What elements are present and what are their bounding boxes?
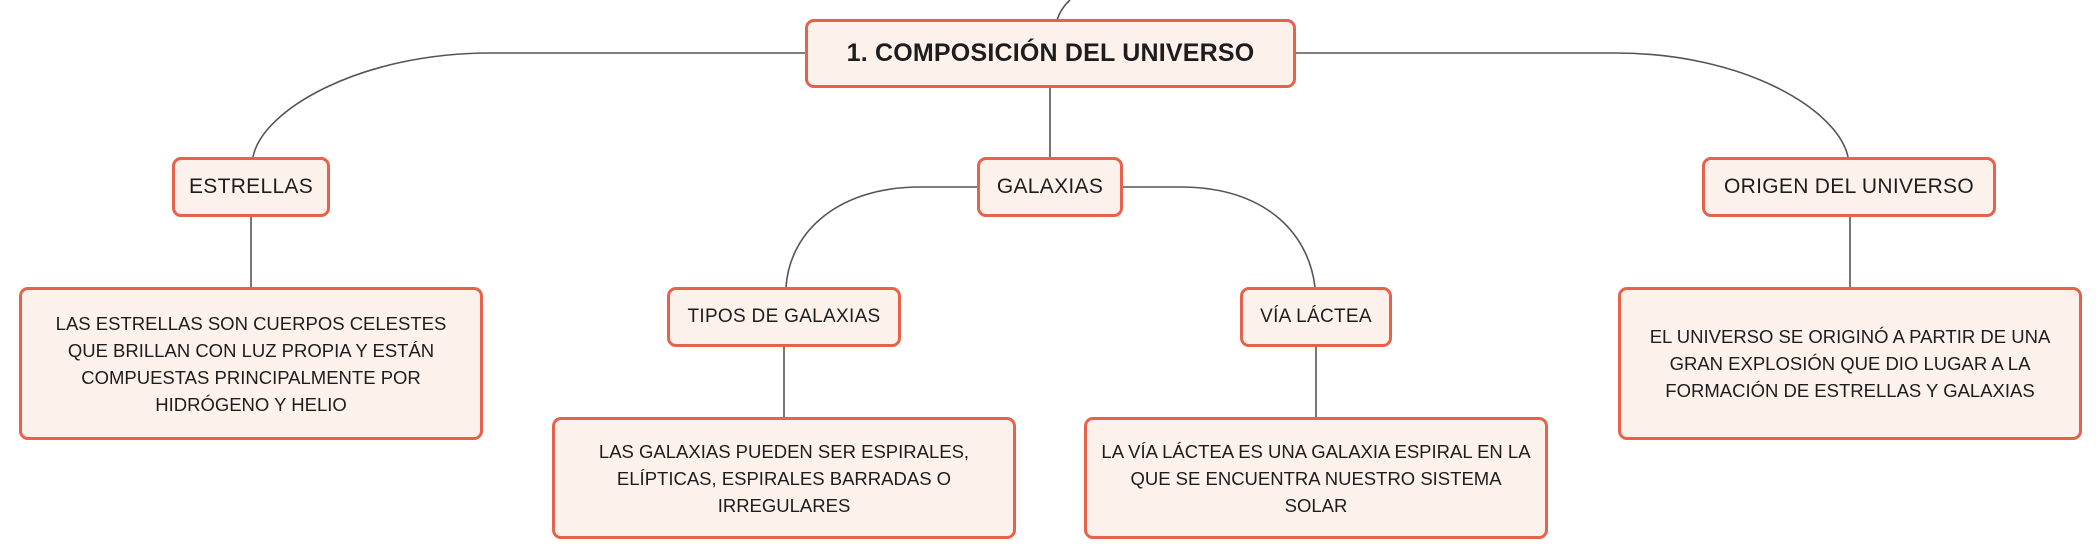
node-estrellas-label: ESTRELLAS [188,175,314,198]
connector-root-to-origen [1296,52,1849,158]
connector-parent-to-root [1056,0,1071,21]
connector-galaxias-to-tipos [785,186,978,288]
node-tipos-label: TIPOS DE GALAXIAS [687,306,881,327]
detail-via-lactea[interactable]: LA VÍA LÁCTEA ES UNA GALAXIA ESPIRAL EN … [1084,417,1548,539]
root-node[interactable]: 1. COMPOSICIÓN DEL UNIVERSO [805,19,1296,88]
detail-tipos-de-galaxias[interactable]: LAS GALAXIAS PUEDEN SER ESPIRALES, ELÍPT… [552,417,1016,539]
node-galaxias-label: GALAXIAS [996,175,1104,198]
root-label: 1. COMPOSICIÓN DEL UNIVERSO [846,39,1255,67]
node-galaxias[interactable]: GALAXIAS [977,157,1123,217]
detail-origen[interactable]: EL UNIVERSO SE ORIGINÓ A PARTIR DE UNA G… [1618,287,2082,440]
node-origen-label: ORIGEN DEL UNIVERSO [1724,175,1974,198]
connector-root-to-estrellas [252,52,806,158]
detail-estrellas-text: LAS ESTRELLAS SON CUERPOS CELESTES QUE B… [55,312,447,415]
node-via-lactea[interactable]: VÍA LÁCTEA [1240,287,1392,347]
detail-estrellas[interactable]: LAS ESTRELLAS SON CUERPOS CELESTES QUE B… [19,287,483,440]
detail-origen-text: EL UNIVERSO SE ORIGINÓ A PARTIR DE UNA G… [1649,326,2051,401]
node-via-lactea-label: VÍA LÁCTEA [1260,306,1372,327]
connector-galaxias-to-via-lactea [1122,186,1316,288]
detail-via-lactea-text: LA VÍA LÁCTEA ES UNA GALAXIA ESPIRAL EN … [1101,440,1531,516]
node-origen-del-universo[interactable]: ORIGEN DEL UNIVERSO [1702,157,1996,217]
detail-tipos-text: LAS GALAXIAS PUEDEN SER ESPIRALES, ELÍPT… [598,440,970,516]
node-tipos-de-galaxias[interactable]: TIPOS DE GALAXIAS [667,287,901,347]
node-estrellas[interactable]: ESTRELLAS [172,157,330,217]
